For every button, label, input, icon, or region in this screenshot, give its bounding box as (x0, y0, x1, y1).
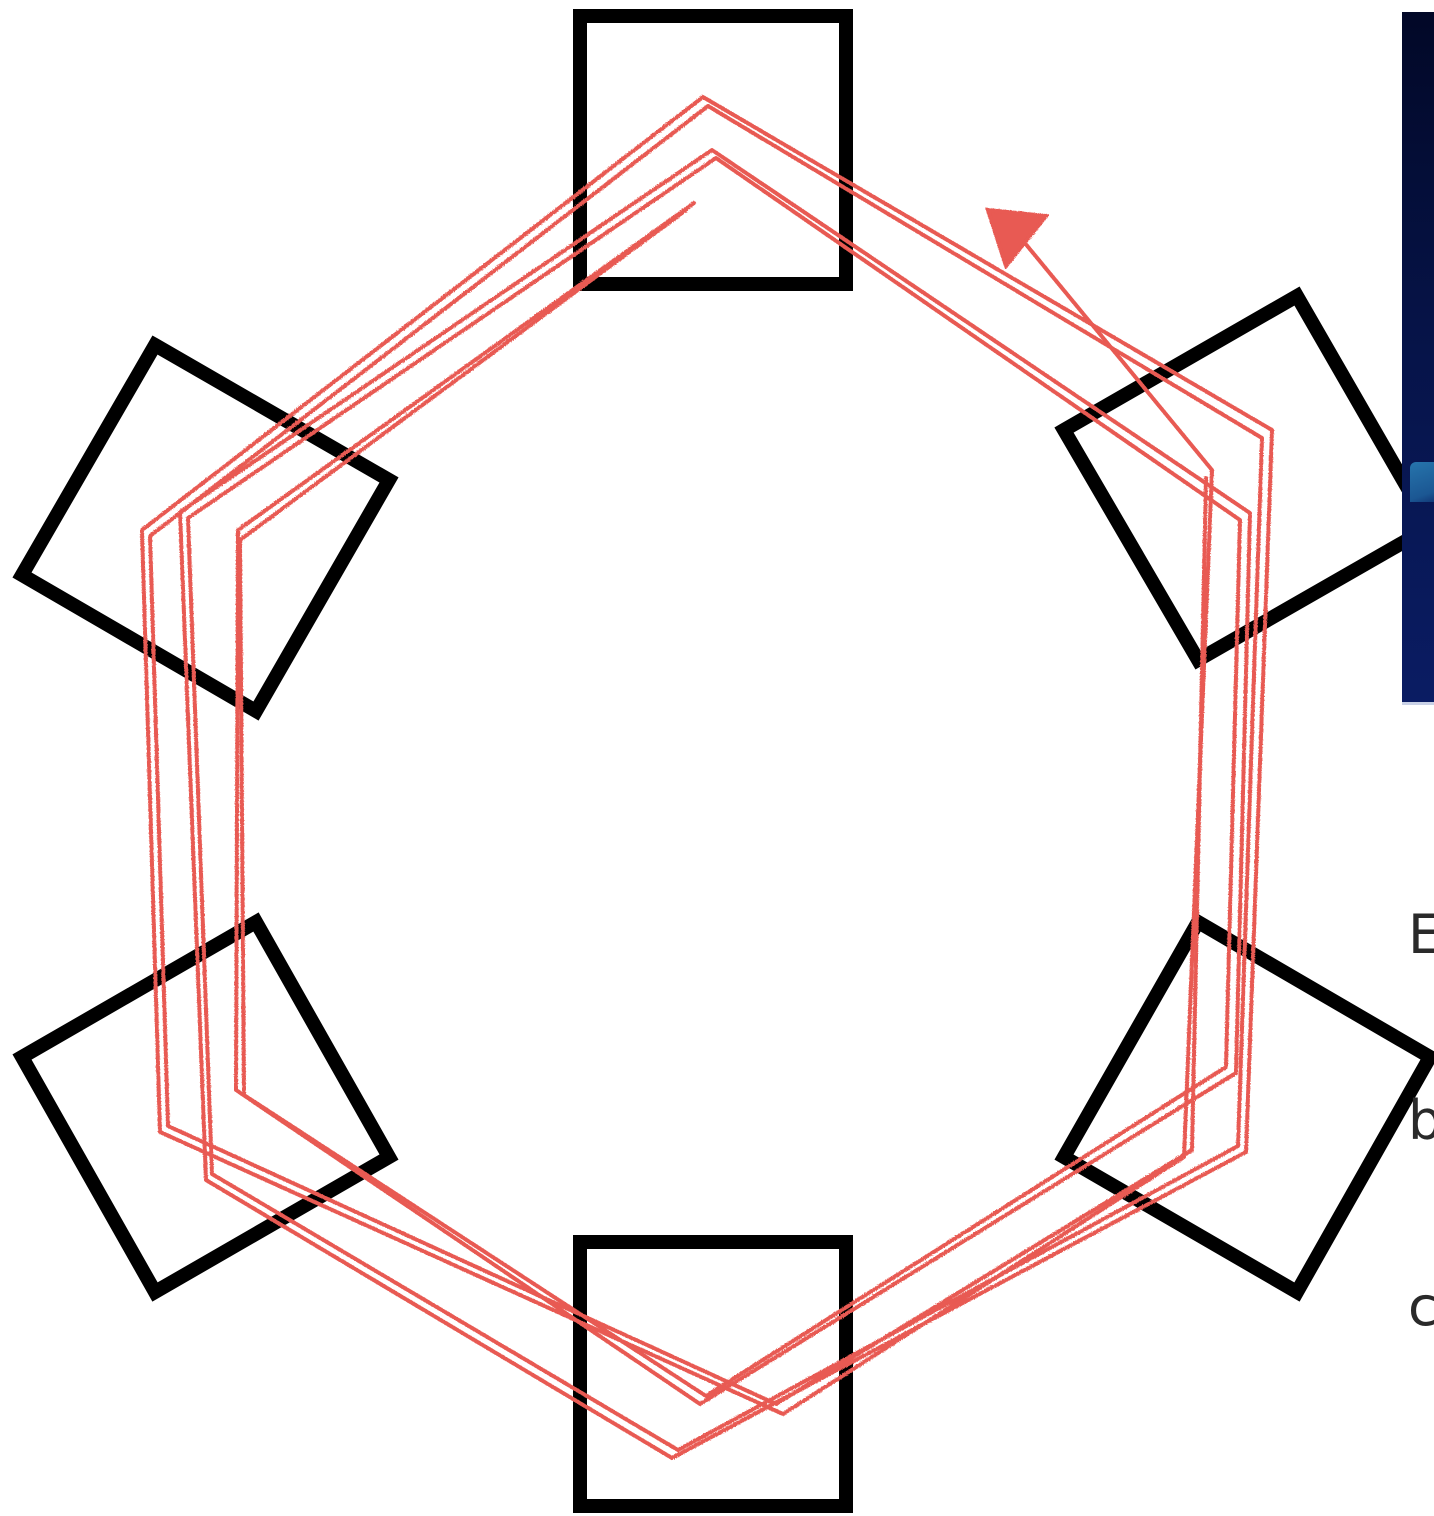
image-panel (1402, 12, 1434, 705)
frame-square-upper-left (22, 345, 389, 711)
side-caption-line-1: E (1408, 904, 1434, 966)
side-caption: E b c (1408, 780, 1434, 1462)
side-caption-line-2: b (1408, 1090, 1434, 1152)
side-caption-line-3: c (1408, 1276, 1434, 1338)
spiral-path (142, 97, 1272, 1458)
image-panel-glint (1410, 462, 1434, 502)
